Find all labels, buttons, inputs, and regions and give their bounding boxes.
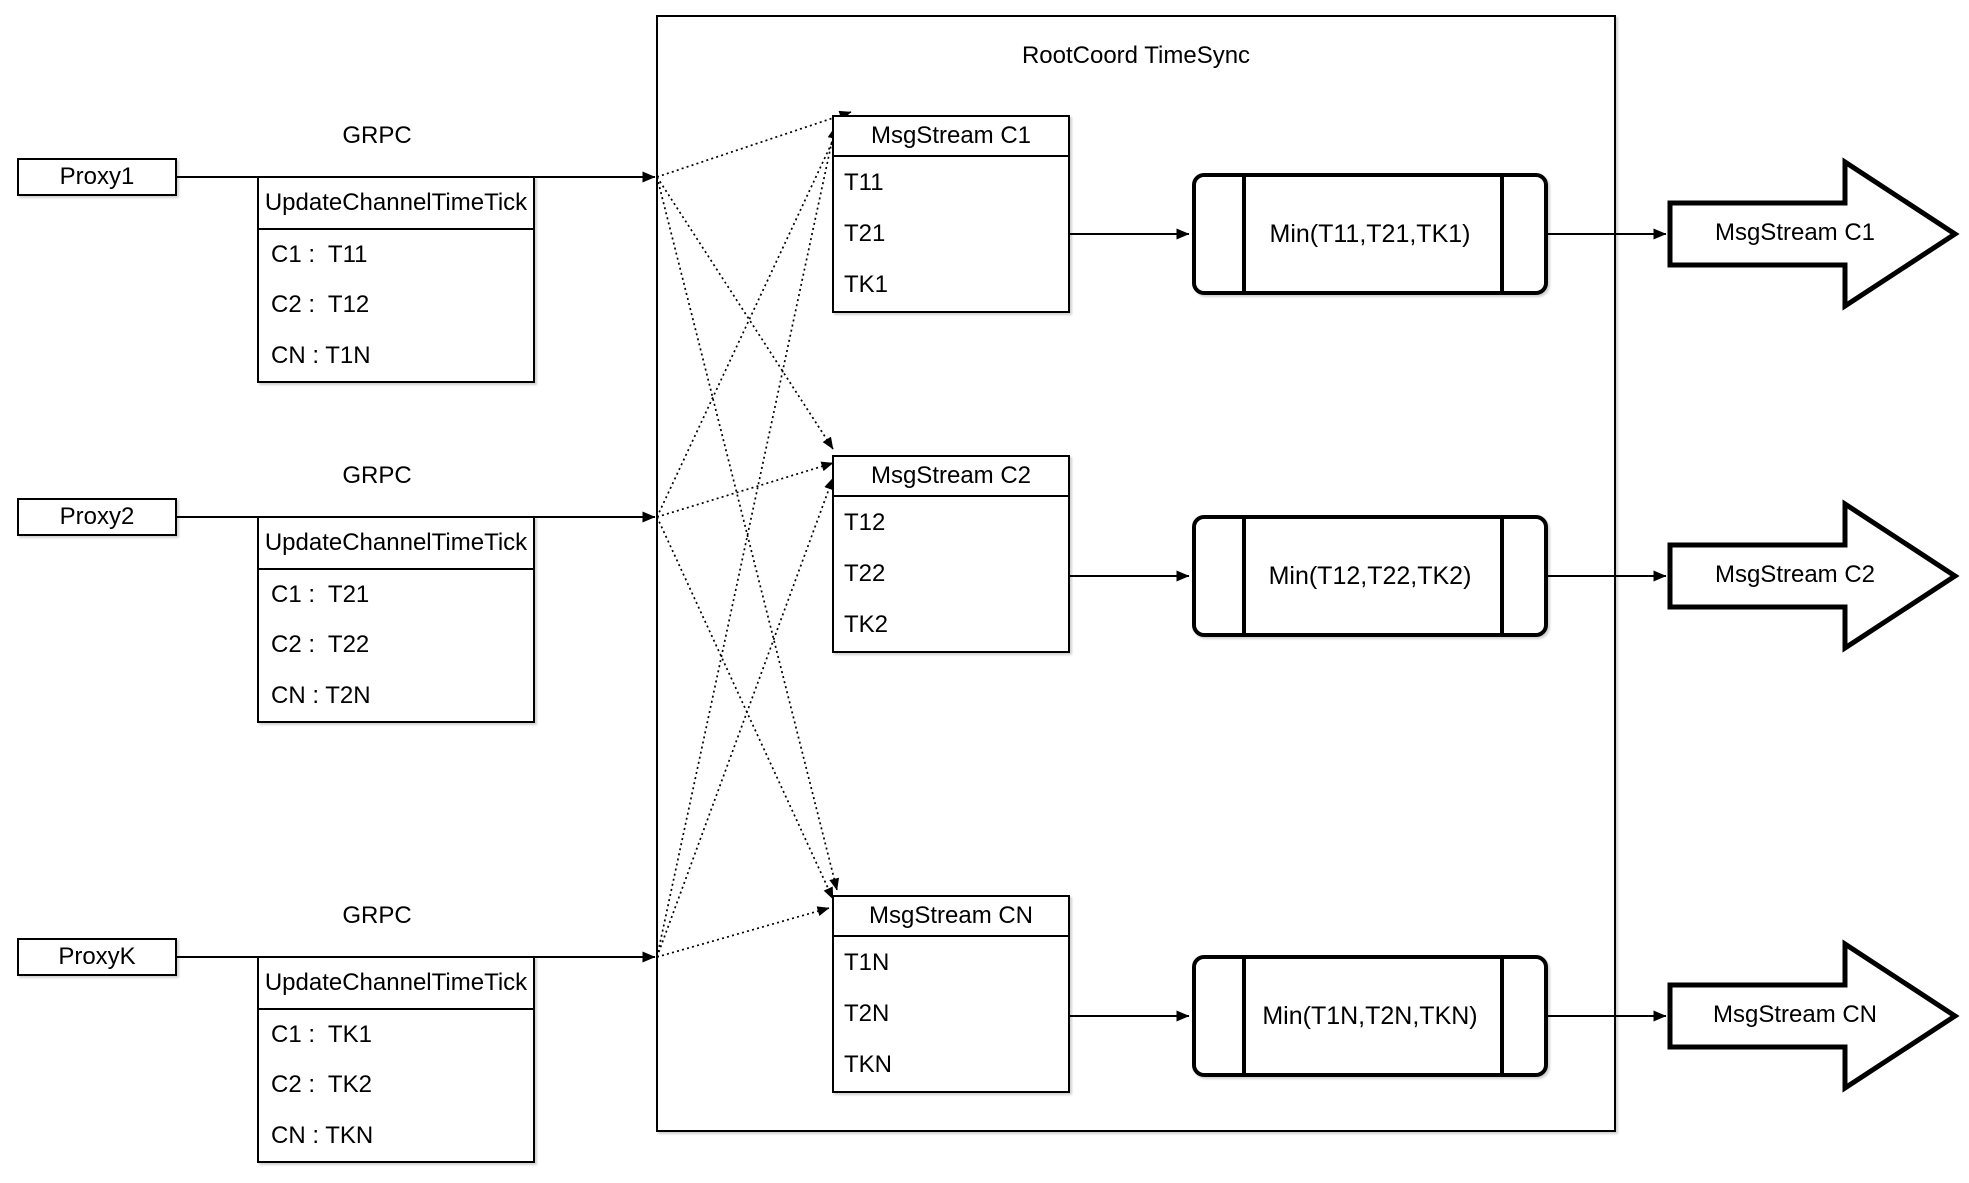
min-box-divider	[1500, 959, 1504, 1073]
table-row: TKN	[844, 1051, 892, 1079]
fanout-proxy2-c2	[656, 461, 834, 518]
fanout-proxy2-c1	[656, 118, 844, 518]
rootcoord-title: RootCoord TimeSync	[1021, 42, 1251, 69]
msgstream-c1-output-label: MsgStream C1	[1714, 219, 1876, 246]
grpc-label-3: GRPC	[342, 902, 412, 929]
table-row: TK1	[844, 271, 889, 299]
table-row: C2 : T22	[271, 631, 370, 659]
min-box-divider	[1242, 519, 1246, 633]
update-timetick-table-proxyk: UpdateChannelTimeTick C1 : TK1 C2 : TK2 …	[257, 956, 535, 1163]
min-box-cn: Min(T1N,T2N,TKN)	[1192, 955, 1548, 1077]
fanout-proxy1-c2	[656, 176, 834, 450]
table-row: C2 : TK2	[271, 1071, 372, 1099]
table-row: T21	[844, 219, 886, 247]
grpc-label-2: GRPC	[342, 462, 412, 489]
min-box-divider	[1500, 519, 1504, 633]
table-to-min-connectors	[1070, 228, 1190, 1022]
proxy2-label: Proxy2	[59, 503, 135, 530]
min-box-c2: Min(T12,T22,TK2)	[1192, 515, 1548, 637]
rootcoord-container	[656, 15, 1616, 1132]
table-header: UpdateChannelTimeTick	[259, 958, 533, 1010]
output-arrows	[1667, 157, 1960, 1093]
table-row: T2N	[844, 999, 890, 1027]
min-box-c1: Min(T11,T21,TK1)	[1192, 173, 1548, 295]
min-cn-label: Min(T1N,T2N,TKN)	[1262, 1001, 1478, 1030]
fanout-proxyk-cn	[656, 906, 830, 958]
min-box-divider	[1242, 959, 1246, 1073]
table-row: T11	[844, 168, 884, 196]
proxyk-label: ProxyK	[58, 943, 136, 970]
table-header: MsgStream C1	[834, 117, 1068, 157]
table-row: CN : TKN	[271, 1121, 374, 1149]
fanout-proxy1-c1	[656, 110, 852, 178]
msgstream-c1-table: MsgStream C1 T11 T21 TK1	[832, 115, 1070, 313]
proxy1-box: Proxy1	[17, 158, 177, 196]
timetick-fanout-connectors	[656, 110, 852, 958]
msgstream-c2-output-arrow	[1667, 499, 1960, 653]
min-to-output-connectors	[1548, 228, 1667, 1022]
fanout-proxyk-c1	[656, 126, 838, 958]
min-box-divider	[1242, 177, 1246, 291]
table-row: C2 : T12	[271, 291, 370, 319]
fanout-proxy2-cn	[656, 516, 834, 900]
update-timetick-table-proxy2: UpdateChannelTimeTick C1 : T21 C2 : T22 …	[257, 516, 535, 723]
table-row: C1 : TK1	[271, 1021, 372, 1049]
grpc-label-1: GRPC	[342, 122, 412, 149]
table-header: MsgStream C2	[834, 457, 1068, 497]
table-row: C1 : T11	[271, 241, 368, 269]
msgstream-c2-output-label: MsgStream C2	[1714, 561, 1876, 588]
proxy1-label: Proxy1	[59, 163, 135, 190]
msgstream-cn-output-arrow	[1667, 939, 1960, 1093]
msgstream-cn-output-label: MsgStream CN	[1712, 1001, 1878, 1028]
table-row: T22	[844, 559, 886, 587]
table-row: C1 : T21	[271, 581, 370, 609]
msgstream-c2-table: MsgStream C2 T12 T22 TK2	[832, 455, 1070, 653]
table-row: T1N	[844, 948, 890, 976]
proxyk-box: ProxyK	[17, 938, 177, 976]
table-row: CN : T2N	[271, 681, 371, 709]
min-c1-label: Min(T11,T21,TK1)	[1269, 219, 1471, 248]
fanout-proxyk-c2	[656, 477, 834, 958]
update-timetick-table-proxy1: UpdateChannelTimeTick C1 : T11 C2 : T12 …	[257, 176, 535, 383]
min-c2-label: Min(T12,T22,TK2)	[1268, 561, 1472, 590]
table-row: TK2	[844, 611, 889, 639]
table-header: UpdateChannelTimeTick	[259, 518, 533, 570]
msgstream-c1-output-arrow	[1667, 157, 1960, 311]
min-box-divider	[1500, 177, 1504, 291]
table-row: T12	[844, 508, 886, 536]
table-row: CN : T1N	[271, 341, 371, 369]
msgstream-cn-table: MsgStream CN T1N T2N TKN	[832, 895, 1070, 1093]
table-header: UpdateChannelTimeTick	[259, 178, 533, 230]
table-header: MsgStream CN	[834, 897, 1068, 937]
proxy2-box: Proxy2	[17, 498, 177, 536]
